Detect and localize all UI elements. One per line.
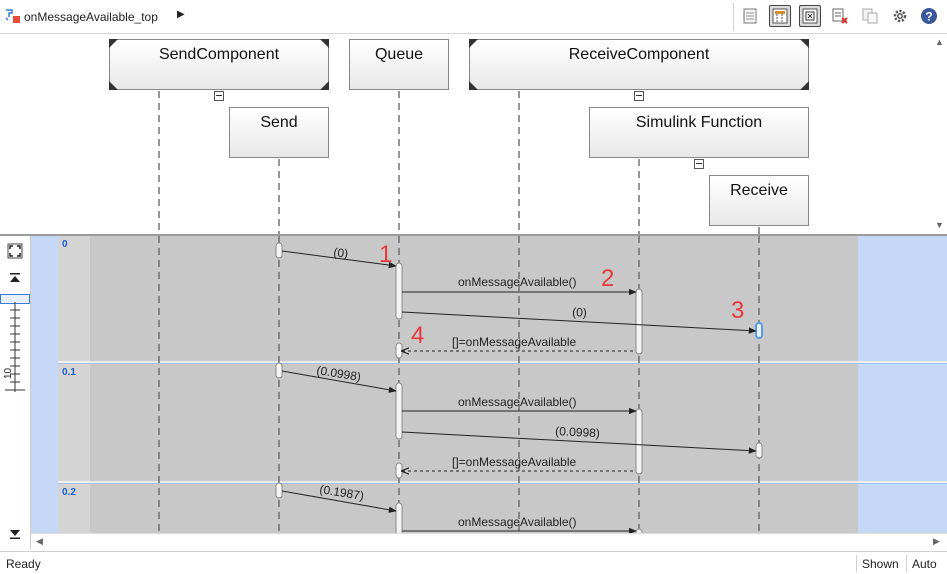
fit-to-view-icon[interactable] bbox=[4, 241, 26, 261]
lifeline-simulink-function[interactable]: Simulink Function bbox=[589, 107, 809, 158]
status-bar: Ready Shown Auto bbox=[0, 551, 947, 574]
lifeline-send-component[interactable]: SendComponent bbox=[109, 39, 329, 90]
header-scrollbar[interactable]: ▲ ▼ bbox=[931, 35, 947, 234]
lifeline-label: Send bbox=[260, 114, 298, 131]
message-label[interactable]: onMessageAvailable() bbox=[458, 395, 577, 409]
lifeline-guides bbox=[158, 91, 760, 234]
annotation-marker: 4 bbox=[411, 322, 424, 349]
document-icon[interactable] bbox=[739, 5, 761, 27]
time-ruler: 10 bbox=[0, 236, 31, 549]
go-to-start-icon[interactable] bbox=[4, 268, 26, 288]
toolbar-separator bbox=[733, 3, 734, 31]
message-label[interactable]: (0.0998) bbox=[316, 363, 362, 384]
message-label[interactable]: []=onMessageAvailable bbox=[452, 455, 577, 469]
status-shown-text: Shown bbox=[862, 557, 899, 571]
lifeline-label: Queue bbox=[374, 46, 424, 63]
scroll-right-icon[interactable]: ▶ bbox=[933, 536, 940, 546]
scroll-down-icon[interactable]: ▼ bbox=[935, 220, 944, 230]
lifeline-send[interactable]: Send bbox=[229, 107, 329, 158]
message-label[interactable]: (0.0998) bbox=[555, 424, 600, 440]
collapse-send-component-button[interactable] bbox=[214, 91, 224, 101]
breadcrumb-model-link[interactable]: onMessageAvailable_top bbox=[24, 10, 158, 24]
scroll-up-icon[interactable]: ▲ bbox=[935, 37, 944, 47]
message-label[interactable]: (0) bbox=[572, 305, 587, 320]
message-label[interactable]: (0.1987) bbox=[319, 482, 365, 503]
annotation-marker: 3 bbox=[731, 297, 744, 324]
collapse-receive-component-button[interactable] bbox=[634, 91, 644, 101]
sequence-diagram: 0 0.1 0.2 (0) onMessageAvailable() (0) [… bbox=[58, 236, 947, 533]
chevron-right-icon[interactable]: ▶ bbox=[177, 9, 185, 20]
hierarchy-view-icon[interactable] bbox=[799, 5, 821, 27]
toolbar: onMessageAvailable_top ▶ ? bbox=[0, 0, 947, 34]
help-icon[interactable]: ? bbox=[918, 5, 940, 27]
annotation-marker: 1 bbox=[379, 241, 392, 268]
horizontal-scrollbar[interactable]: ◀ ▶ bbox=[31, 533, 947, 549]
pane-divider[interactable] bbox=[0, 234, 947, 236]
lifeline-receive[interactable]: Receive bbox=[709, 175, 809, 226]
status-ready-text: Ready bbox=[6, 557, 41, 571]
lifeline-receive-component[interactable]: ReceiveComponent bbox=[469, 39, 809, 90]
message-label[interactable]: []=onMessageAvailable bbox=[452, 335, 577, 349]
ruler-ticks bbox=[5, 302, 25, 392]
lifeline-view-icon[interactable] bbox=[769, 5, 791, 27]
lifeline-label: ReceiveComponent bbox=[568, 46, 710, 63]
lifeline-label: SendComponent bbox=[158, 46, 280, 63]
delete-filter-icon[interactable] bbox=[829, 5, 851, 27]
time-label: 0 bbox=[62, 239, 68, 250]
message-label[interactable]: (0) bbox=[333, 245, 349, 261]
collapse-simulink-function-button[interactable] bbox=[694, 159, 704, 169]
go-to-end-icon[interactable] bbox=[4, 524, 26, 544]
annotation-marker: 2 bbox=[601, 265, 614, 292]
model-icon bbox=[5, 8, 21, 24]
ruler-label: 10 bbox=[3, 367, 14, 379]
lifeline-header: SendComponent Queue ReceiveComponent Sen… bbox=[0, 35, 931, 234]
time-label: 0.2 bbox=[62, 487, 76, 498]
svg-text:?: ? bbox=[925, 10, 932, 24]
time-label: 0.1 bbox=[62, 367, 76, 378]
message-label[interactable]: onMessageAvailable() bbox=[458, 515, 577, 529]
copy-icon[interactable] bbox=[859, 5, 881, 27]
message-label[interactable]: onMessageAvailable() bbox=[458, 275, 577, 289]
sequence-canvas[interactable]: 0 0.1 0.2 (0) onMessageAvailable() (0) [… bbox=[31, 236, 947, 533]
status-auto-text: Auto bbox=[912, 557, 937, 571]
lifeline-label: Receive bbox=[730, 182, 788, 199]
lifeline-queue[interactable]: Queue bbox=[349, 39, 449, 90]
settings-gear-icon[interactable] bbox=[889, 5, 911, 27]
scroll-left-icon[interactable]: ◀ bbox=[36, 536, 43, 546]
lifeline-label: Simulink Function bbox=[635, 114, 763, 131]
